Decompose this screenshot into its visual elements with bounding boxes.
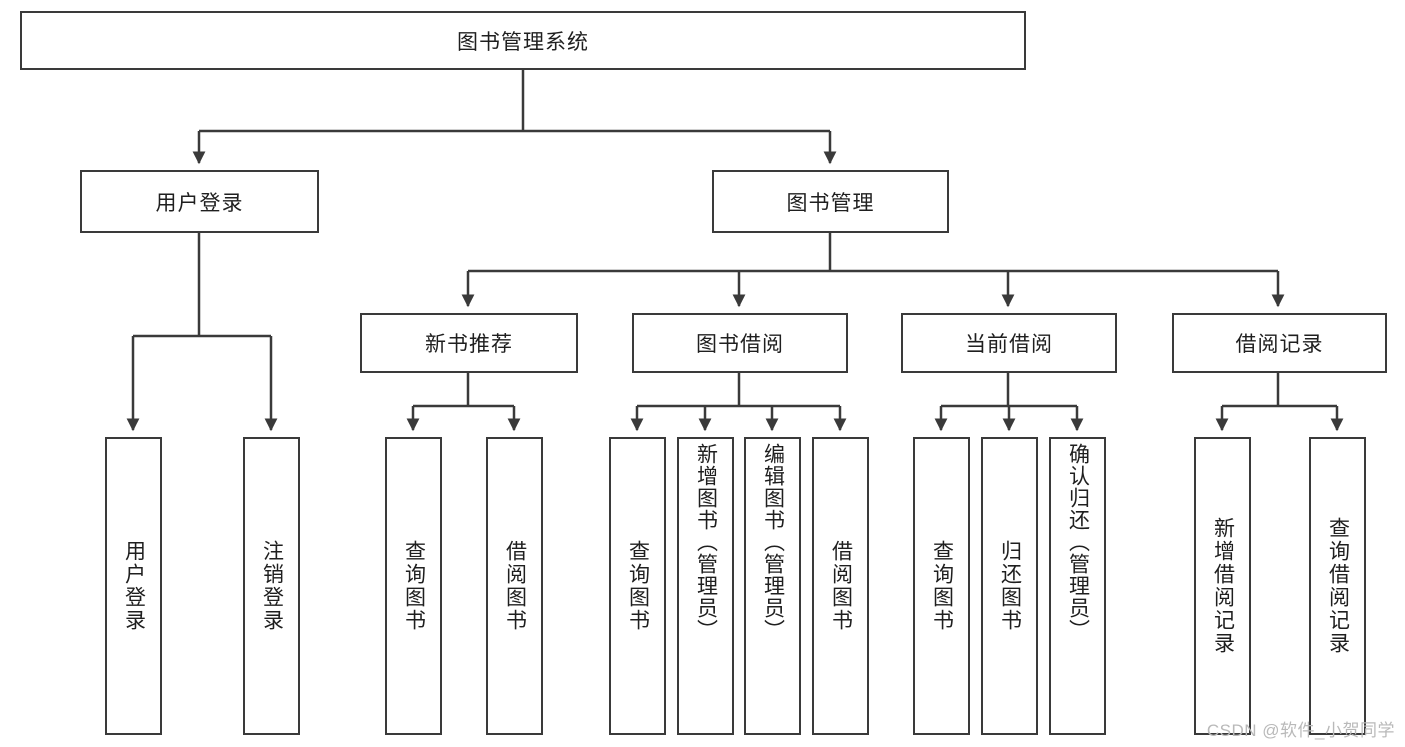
node-borrow-record[interactable]: 借阅记录 — [1172, 313, 1387, 373]
node-new-book-rec[interactable]: 新书推荐 — [360, 313, 578, 373]
node-leaf-query-book-2-label: 查询图书 — [626, 540, 650, 632]
node-leaf-borrow-book-1[interactable]: 借阅图书 — [486, 437, 543, 735]
node-leaf-borrow-book-2-label: 借阅图书 — [829, 540, 853, 632]
node-leaf-query-record-label: 查询借阅记录 — [1326, 517, 1350, 655]
node-leaf-return-book[interactable]: 归还图书 — [981, 437, 1038, 735]
node-root[interactable]: 图书管理系统 — [20, 11, 1026, 70]
node-leaf-edit-book-label: 编辑图书（管理员） — [761, 443, 785, 641]
csdn-watermark: CSDN @软件_小贺同学 — [1206, 721, 1395, 740]
node-leaf-user-logout-label: 注销登录 — [260, 540, 284, 632]
node-leaf-return-book-label: 归还图书 — [998, 540, 1022, 632]
node-current-borrow[interactable]: 当前借阅 — [901, 313, 1117, 373]
node-borrow-record-label: 借阅记录 — [1235, 333, 1324, 356]
node-leaf-borrow-book-2[interactable]: 借阅图书 — [812, 437, 869, 735]
node-leaf-query-book-2[interactable]: 查询图书 — [609, 437, 666, 735]
node-root-label: 图书管理系统 — [457, 30, 589, 54]
node-leaf-query-book-3-label: 查询图书 — [930, 540, 954, 632]
node-current-borrow-label: 当前借阅 — [965, 333, 1053, 356]
node-leaf-query-book-1[interactable]: 查询图书 — [385, 437, 442, 735]
node-leaf-query-record[interactable]: 查询借阅记录 — [1309, 437, 1366, 735]
node-leaf-query-book-1-label: 查询图书 — [402, 540, 426, 632]
node-leaf-confirm-return[interactable]: 确认归还（管理员） — [1049, 437, 1106, 735]
node-book-manage[interactable]: 图书管理 — [712, 170, 949, 233]
node-book-borrow[interactable]: 图书借阅 — [632, 313, 848, 373]
node-leaf-user-logout[interactable]: 注销登录 — [243, 437, 300, 735]
node-leaf-user-login-label: 用户登录 — [122, 540, 146, 632]
node-leaf-query-book-3[interactable]: 查询图书 — [913, 437, 970, 735]
node-leaf-edit-book[interactable]: 编辑图书（管理员） — [744, 437, 801, 735]
node-user-login-label: 用户登录 — [155, 191, 244, 215]
node-leaf-add-record-label: 新增借阅记录 — [1211, 517, 1235, 655]
node-book-manage-label: 图书管理 — [786, 191, 875, 215]
node-book-borrow-label: 图书借阅 — [696, 333, 784, 356]
node-leaf-user-login[interactable]: 用户登录 — [105, 437, 162, 735]
node-leaf-add-book[interactable]: 新增图书（管理员） — [677, 437, 734, 735]
node-user-login[interactable]: 用户登录 — [80, 170, 319, 233]
node-leaf-add-record[interactable]: 新增借阅记录 — [1194, 437, 1251, 735]
node-leaf-add-book-label: 新增图书（管理员） — [694, 443, 718, 641]
node-leaf-confirm-return-label: 确认归还（管理员） — [1066, 443, 1090, 641]
node-new-book-rec-label: 新书推荐 — [425, 333, 513, 356]
node-leaf-borrow-book-1-label: 借阅图书 — [503, 540, 527, 632]
